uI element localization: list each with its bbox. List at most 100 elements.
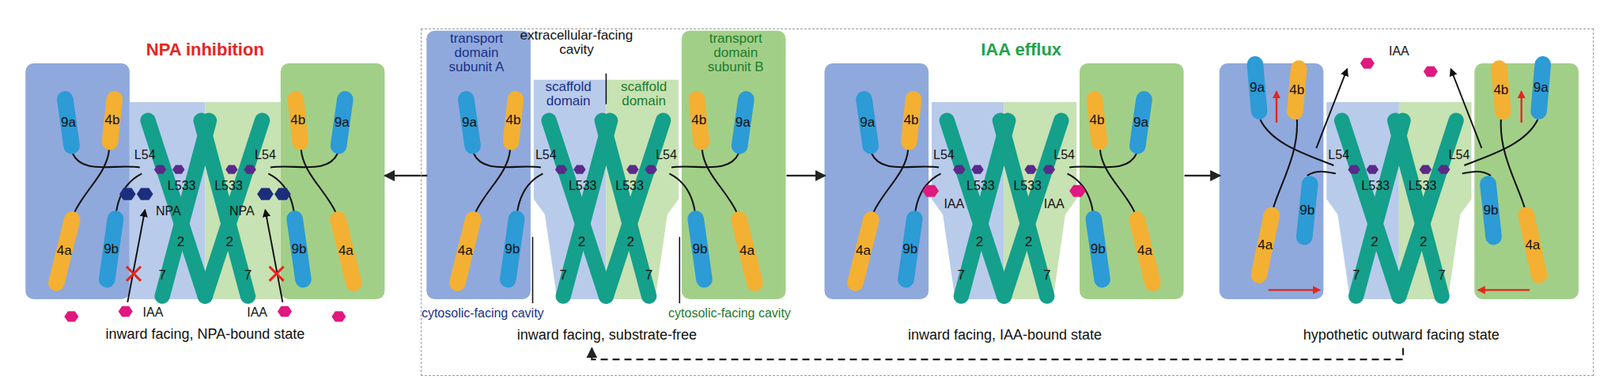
residue-label: L54	[134, 148, 156, 163]
npa-molecule	[257, 188, 274, 201]
iaa-molecule	[331, 310, 346, 322]
npa-molecule	[274, 188, 292, 201]
residue-marker	[1437, 164, 1450, 174]
helix	[502, 90, 525, 152]
divider-line	[605, 73, 608, 105]
iaa-molecule	[1360, 57, 1375, 69]
state-panel: NPA inhibitioninward facing, NPA-bound s…	[25, 36, 385, 347]
residue-marker	[154, 164, 167, 174]
domain-label: scaffold domain	[536, 79, 602, 109]
efflux-arrow	[1451, 69, 1483, 148]
transition-arrow	[1184, 174, 1221, 177]
transport-domain	[25, 63, 130, 299]
molecule-label: NPA	[229, 204, 255, 219]
scaffold-helix	[999, 120, 1047, 296]
helix	[900, 90, 923, 152]
block-cross	[269, 266, 284, 281]
helix	[1490, 59, 1512, 120]
residue-marker	[971, 164, 984, 174]
helix-label: 4a	[1524, 238, 1540, 253]
residue-marker	[1347, 164, 1360, 174]
residue-marker	[1043, 164, 1056, 174]
iaa-molecule	[922, 185, 939, 197]
linker	[475, 148, 511, 212]
residue-label: L533	[167, 178, 197, 193]
helix-label: 7	[244, 268, 252, 283]
helix	[287, 90, 310, 152]
helix	[1246, 55, 1269, 120]
helix	[1084, 209, 1112, 289]
helix-label: 4b	[691, 113, 707, 128]
linker	[873, 148, 908, 212]
helix-label: 2	[1419, 234, 1427, 250]
motion-arrow	[1268, 288, 1321, 291]
residue-label: L533	[1408, 178, 1438, 193]
helix	[1478, 174, 1503, 246]
residue-label: L533	[568, 178, 598, 193]
scaffold-helix	[601, 120, 649, 296]
helix	[499, 209, 526, 289]
helix	[1249, 205, 1283, 285]
residue-label: L533	[1361, 178, 1390, 193]
residue-label: L54	[1053, 148, 1075, 163]
helix	[98, 209, 125, 289]
helix-label: 9a	[1249, 80, 1265, 95]
helix-label: 4a	[1257, 238, 1273, 253]
helix-label: 7	[1352, 268, 1360, 283]
helix	[1529, 55, 1552, 120]
helix	[1127, 209, 1163, 293]
linker	[517, 173, 543, 212]
iaa-molecule	[118, 306, 133, 317]
residue-marker	[626, 164, 639, 174]
linker	[1462, 171, 1491, 176]
helix-label: 9a	[735, 115, 751, 130]
motion-arrow	[1275, 91, 1278, 123]
iaa-molecule	[1069, 185, 1086, 197]
helix-label: 9b	[1299, 203, 1315, 218]
npa-molecule	[119, 188, 137, 201]
iaa-molecule	[277, 306, 292, 317]
helix-label: 2	[975, 234, 984, 250]
npa-molecule	[136, 188, 154, 201]
helix-label: 9b	[504, 242, 520, 257]
transport-domain	[280, 63, 386, 299]
cavity-label: cytosolic-facing cavity	[421, 306, 545, 321]
helix-label: 4b	[1089, 113, 1105, 128]
state-panel: hypothetic outward facing state	[1220, 61, 1583, 348]
helix-label: 2	[578, 234, 586, 250]
helix-label: 2	[177, 234, 185, 250]
domain-label: transport domain subunit A	[438, 31, 515, 75]
molecule-label: IAA	[1388, 44, 1410, 58]
helix	[845, 209, 882, 293]
molecule-label: IAA	[246, 305, 268, 319]
residue-marker	[243, 164, 256, 174]
helix-label: 4b	[290, 113, 306, 128]
state-caption: inward facing, substrate-free	[427, 326, 787, 344]
helix-label: 7	[559, 268, 567, 283]
residue-label: L533	[966, 178, 995, 193]
iaa-molecule	[64, 310, 79, 322]
helix-label: 4b	[104, 113, 120, 128]
helix-label: 4a	[338, 243, 354, 258]
residue-marker	[953, 164, 965, 174]
helix	[447, 209, 484, 293]
linker	[301, 148, 337, 212]
linker	[915, 173, 941, 212]
helix-label: 4b	[904, 113, 920, 128]
helix	[1085, 90, 1109, 152]
transport-domain	[824, 63, 929, 299]
helix	[1295, 174, 1320, 246]
helix-label: 2	[1370, 234, 1378, 250]
helix	[1516, 205, 1550, 285]
helix-label: 7	[645, 268, 653, 283]
helix-label: 4a	[56, 243, 72, 258]
helix	[457, 90, 483, 156]
helix	[1128, 90, 1154, 156]
transition-arrow	[786, 174, 825, 177]
residue-marker	[573, 164, 586, 174]
helix-label: 9a	[461, 115, 477, 130]
transport-domain	[1219, 63, 1324, 299]
residue-label: L54	[1448, 148, 1471, 163]
residue-marker	[225, 164, 238, 174]
helix-label: 9b	[692, 242, 708, 257]
